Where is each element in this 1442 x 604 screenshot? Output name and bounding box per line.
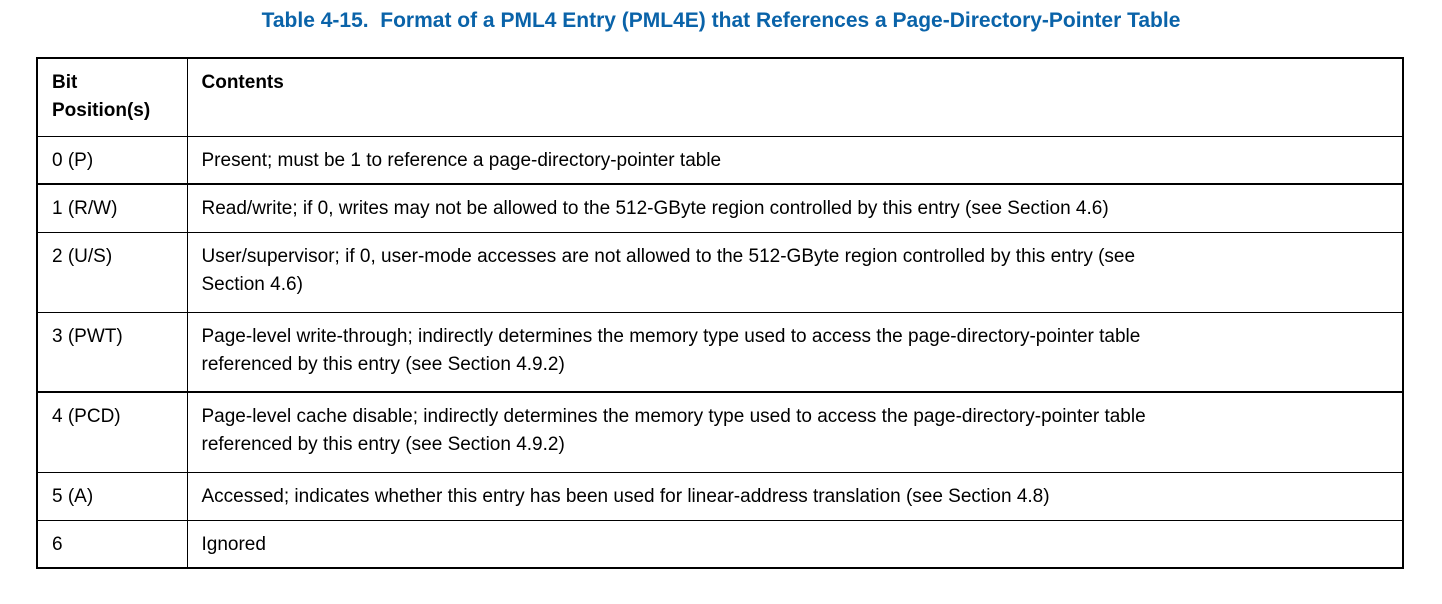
table-row: 2 (U/S) User/supervisor; if 0, user-mode… bbox=[36, 231, 1404, 313]
bit-position-cell: 6 bbox=[36, 519, 188, 569]
table-row: 3 (PWT) Page-level write-through; indire… bbox=[36, 311, 1404, 393]
contents-cell: Accessed; indicates whether this entry h… bbox=[186, 471, 1404, 521]
table-row: 1 (R/W) Read/write; if 0, writes may not… bbox=[36, 183, 1404, 233]
contents-cell: User/supervisor; if 0, user-mode accesse… bbox=[186, 231, 1404, 313]
column-header-bit-positions: Bit Position(s) bbox=[36, 57, 188, 137]
table-row: 5 (A) Accessed; indicates whether this e… bbox=[36, 471, 1404, 521]
contents-cell: Ignored bbox=[186, 519, 1404, 569]
column-header-contents: Contents bbox=[186, 57, 1404, 137]
table-header-row: Bit Position(s) Contents bbox=[36, 57, 1404, 137]
contents-cell: Page-level cache disable; indirectly det… bbox=[186, 391, 1404, 473]
bit-position-cell: 0 (P) bbox=[36, 135, 188, 185]
contents-cell: Present; must be 1 to reference a page-d… bbox=[186, 135, 1404, 185]
table-row: 4 (PCD) Page-level cache disable; indire… bbox=[36, 391, 1404, 473]
table-row: 0 (P) Present; must be 1 to reference a … bbox=[36, 135, 1404, 185]
table-caption: Table 4-15. Format of a PML4 Entry (PML4… bbox=[261, 9, 1181, 32]
contents-cell: Read/write; if 0, writes may not be allo… bbox=[186, 183, 1404, 233]
contents-cell: Page-level write-through; indirectly det… bbox=[186, 311, 1404, 393]
table-row: 6 Ignored bbox=[36, 519, 1404, 569]
bit-position-cell: 3 (PWT) bbox=[36, 311, 188, 393]
pml4e-format-table: Bit Position(s) Contents 0 (P) Present; … bbox=[36, 57, 1404, 569]
bit-position-cell: 2 (U/S) bbox=[36, 231, 188, 313]
bit-position-cell: 1 (R/W) bbox=[36, 183, 188, 233]
bit-position-cell: 4 (PCD) bbox=[36, 391, 188, 473]
bit-position-cell: 5 (A) bbox=[36, 471, 188, 521]
